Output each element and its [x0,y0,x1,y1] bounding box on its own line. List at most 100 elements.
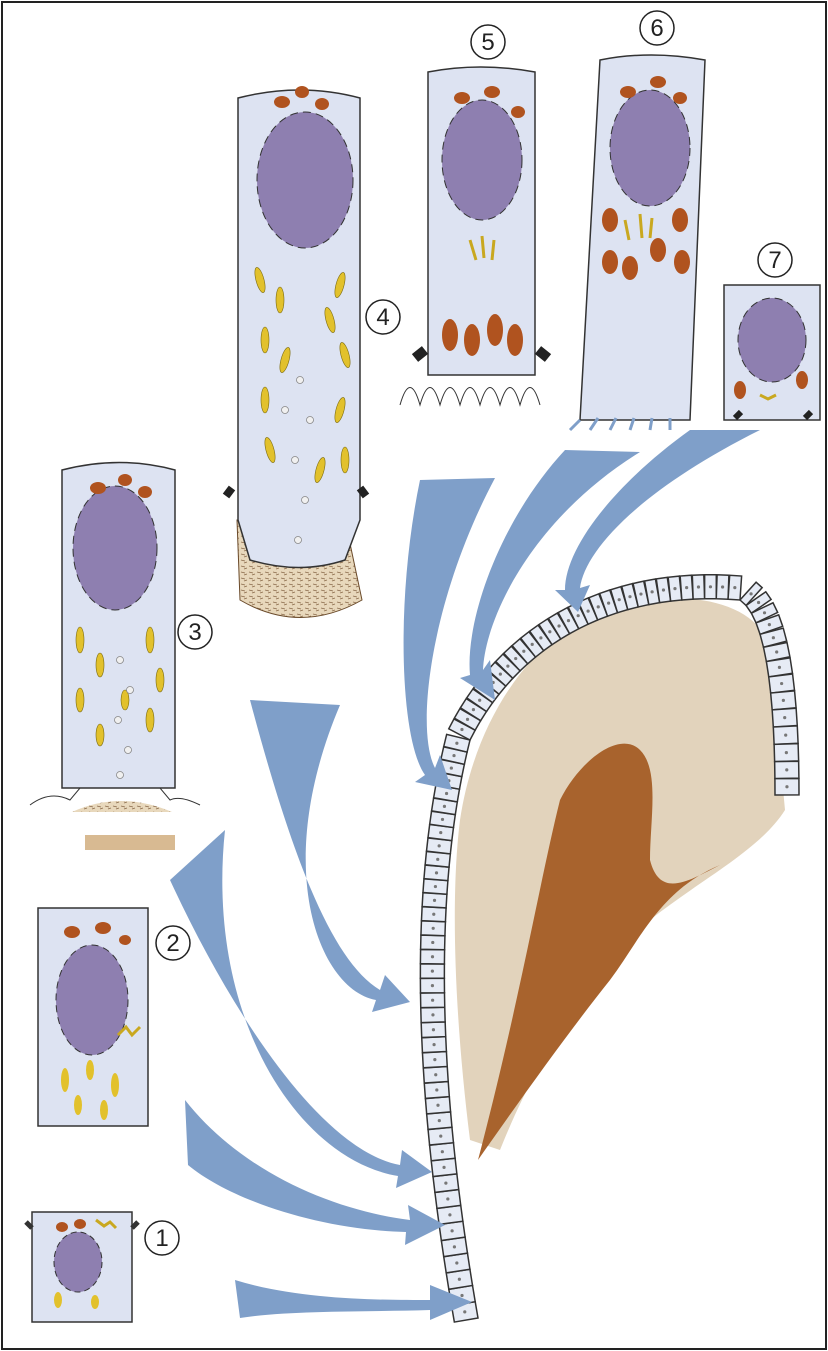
cell-nucleus-dot [466,718,469,721]
cell-nucleus-dot [778,666,781,669]
cell-nucleus-dot [445,792,448,795]
cell-nucleus-dot [455,742,458,745]
cell-nucleus-dot [618,598,621,601]
cell-nucleus-dot [651,590,654,593]
cell-nucleus-dot [628,595,631,598]
secretory-granule [261,387,269,413]
cell-nucleus-dot [442,1166,445,1169]
cell-nucleus-dot [435,1088,438,1091]
cell-stage-5 [400,67,548,405]
cell-nucleus-dot [439,1135,442,1138]
cell-nucleus-dot [460,728,463,731]
cell-nucleus-dot [472,708,475,711]
cell-nucleus-dot [548,630,551,633]
cell-stage-7 [724,285,820,420]
cell-nucleus-dot [458,1278,461,1281]
cell-nucleus-dot [431,1013,434,1016]
stage-label-1: 1 [145,1221,179,1255]
stage-label-7: 7 [758,243,792,277]
stage-number-text: 3 [188,619,201,646]
cell-nucleus-dot [433,1058,436,1061]
process-arrow-4 [250,700,410,1012]
cell-nucleus-dot [438,844,441,847]
cell-stage-1 [26,1212,138,1322]
cell-nucleus-dot [432,1043,435,1046]
cell-nucleus-dot [432,1028,435,1031]
cell-nucleus-dot [452,754,455,757]
cell-nucleus-dot [431,984,434,987]
cell-nucleus-dot [539,636,542,639]
cell-nucleus-dot [557,624,560,627]
cell-nucleus-dot [443,805,446,808]
cell-nucleus-dot [431,999,434,1002]
cell-nucleus-dot [448,1213,451,1216]
cell-nucleus-dot [757,601,760,604]
cell-nucleus-dot [433,899,436,902]
cell-nucleus-dot [431,970,434,973]
cell-nucleus-dot [432,913,435,916]
stage-label-4: 4 [366,300,400,334]
cell-nucleus-dot [531,643,534,646]
cell-nucleus-dot [439,831,442,834]
cell-nucleus-dot [673,587,676,590]
cell-nucleus-dot [587,609,590,612]
cell-nucleus-dot [639,592,642,595]
cell-nucleus-dot [436,1104,439,1107]
cell-nucleus-dot [597,605,600,608]
cell-nucleus-dot [785,768,788,771]
cell-nucleus-dot [444,1182,447,1185]
cell-nucleus-dot [785,751,788,754]
cell-nucleus-dot [783,716,786,719]
stage-label-2: 2 [156,926,190,960]
stage-number-text: 2 [166,930,179,957]
cell-nucleus-dot [768,623,771,626]
cell-nucleus-dot [763,611,766,614]
cell-nucleus-dot [431,941,434,944]
cell-nucleus-dot [772,636,775,639]
cell-nucleus-dot [478,699,481,702]
cell-nucleus-dot [434,1073,437,1076]
cell-nucleus-dot [784,734,787,737]
stage-number-text: 4 [376,304,389,331]
cell-stage-4 [226,86,366,618]
cell-nucleus-dot [567,619,570,622]
cell-nucleus-dot [441,818,444,821]
secretory-granule [276,287,284,313]
stage-label-5: 5 [471,25,505,59]
cell-nucleus-dot [435,871,438,874]
cell-stage-6 [570,55,705,430]
stage-label-6: 6 [640,11,674,45]
cell-nucleus-dot [436,858,439,861]
cell-nucleus-dot [685,586,688,589]
cell-nucleus-dot [775,650,778,653]
cell-nucleus-dot [522,650,525,653]
cell-nucleus-dot [450,766,453,769]
stage-label-3: 3 [178,615,212,649]
cell-nucleus-dot [709,585,712,588]
cell-nucleus-dot [438,1119,441,1122]
stage-number-text: 7 [768,247,781,274]
cell-nucleus-dot [463,1310,466,1313]
stage-number-text: 6 [650,15,663,42]
cell-stage-2 [38,908,148,1126]
cell-nucleus-dot [453,1245,456,1248]
cell-nucleus-dot [785,785,788,788]
cell-nucleus-dot [451,1229,454,1232]
cell-nucleus-dot [434,885,437,888]
process-arrow-1 [235,1280,472,1320]
cell-stage-3 [30,463,200,851]
cell-nucleus-dot [607,601,610,604]
stage-number-text: 5 [481,29,494,56]
cell-nucleus-dot [431,955,434,958]
cell-nucleus-dot [506,665,509,668]
secretory-granule [341,447,349,473]
cell-nucleus-dot [441,1150,444,1153]
cell-nucleus-dot [499,673,502,676]
stage-number-text: 1 [155,1225,168,1252]
cell-nucleus-dot [749,592,752,595]
cell-nucleus-dot [446,1197,449,1200]
cell-nucleus-dot [733,586,736,589]
cell-nucleus-dot [697,585,700,588]
